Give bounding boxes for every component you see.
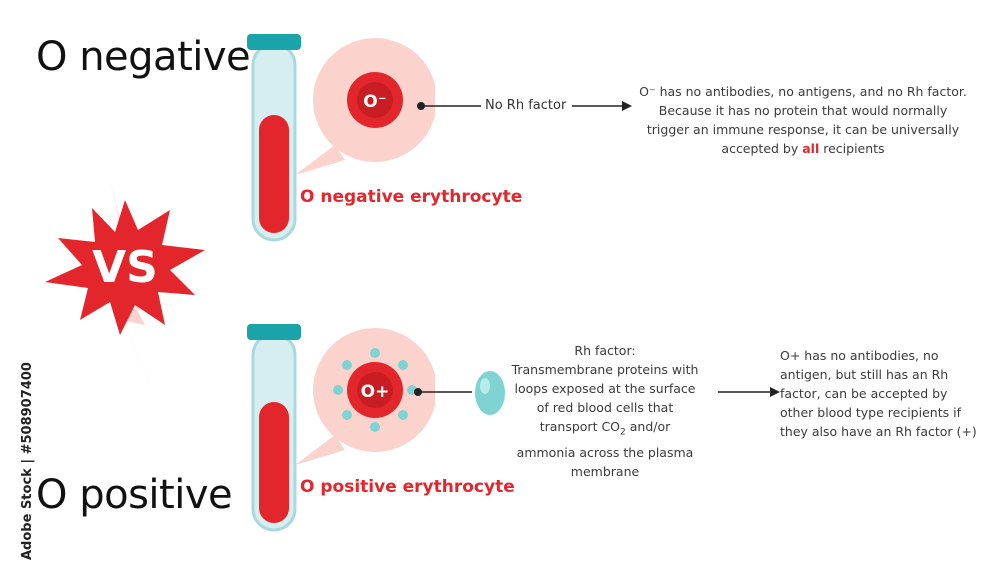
description-o-negative: O⁻ has no antibodies, no antigens, and n… [618,82,988,158]
desc-line: they also have an Rh factor (+) [780,424,977,439]
watermark-text: Adobe Stock | #508907400 [20,362,35,560]
desc-line: O⁻ has no antibodies, no antigens, and n… [639,84,967,99]
rh-line: transport CO2 and/or [539,419,671,438]
bubble-top: O⁻ [295,38,435,175]
cell-label-top: O⁻ [363,92,386,112]
tube-blood [259,115,289,233]
bubble-bottom: O+ [295,328,435,465]
rh-title: Rh factor: [574,343,636,358]
rh-factor-definition: Rh factor: Transmembrane proteins with l… [500,341,710,481]
caption-o-negative: O negative erythrocyte [300,187,523,207]
desc-line: trigger an immune response, it can be un… [646,122,960,137]
erythrocyte-center [357,372,393,408]
title-o-positive: O positive [36,472,233,518]
desc-line: antigen, but still has an Rh [780,367,949,382]
tube-blood [259,402,289,523]
watermark: Adobe Stock | #508907400 [0,0,35,563]
arrow-right-icon [718,387,780,397]
desc-line: other blood type recipients if [780,405,961,420]
desc-line: O+ has no antibodies, no [780,348,939,363]
caption-o-positive: O positive erythrocyte [300,477,515,497]
rh-line: loops exposed at the surface [514,381,696,396]
description-o-positive: O+ has no antibodies, no antigen, but st… [780,346,990,441]
tube-cap [247,34,301,50]
vs-burst-icon: VS [45,180,205,405]
bubble-tail [295,435,345,465]
tube-cap [247,324,301,340]
bubble-tail [295,145,345,175]
desc-line: Because it has no protein that would nor… [658,103,948,118]
title-o-negative: O negative [36,34,251,80]
desc-line: accepted by all recipients [721,141,885,156]
connector-bottom [414,388,472,396]
burst-shape [45,200,205,335]
rh-line: ammonia across the plasma [516,444,694,460]
vs-text: VS [92,242,158,293]
rh-line: membrane [570,463,640,479]
erythrocyte-center [357,82,393,118]
rh-protein-icon [475,371,505,415]
test-tube-bottom [247,324,301,532]
desc-line: factor, can be accepted by [780,386,948,401]
connector-top [417,102,481,110]
arrow-right-icon [572,101,632,111]
cell-label-bottom: O+ [361,382,390,402]
no-rh-label: No Rh factor [485,98,567,113]
rh-line: Transmembrane proteins with [511,362,699,377]
highlight-all: all [802,141,820,156]
rh-line: of red blood cells that [536,400,674,415]
test-tube-top [247,34,301,242]
